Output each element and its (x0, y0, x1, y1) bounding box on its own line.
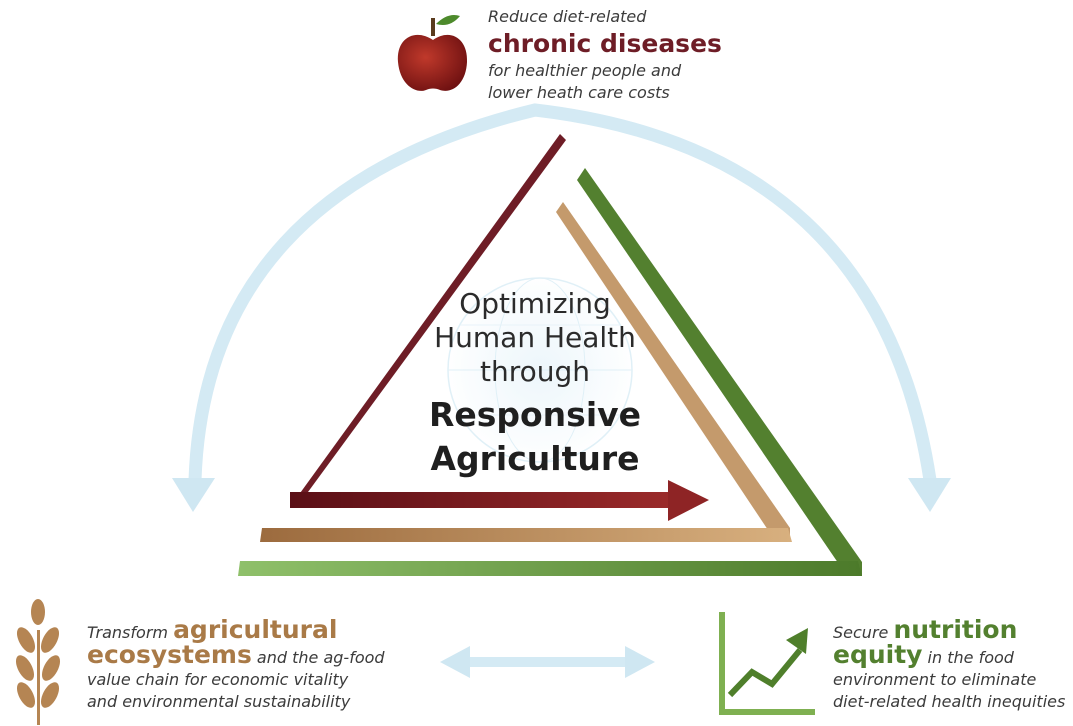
left-goal-line4: and environmental sustainability (87, 692, 351, 711)
maroon-arrowhead (668, 480, 709, 521)
top-goal-emphasis: chronic diseases (488, 29, 722, 58)
center-line2: Human Health (434, 321, 636, 354)
top-goal-line3: lower heath care costs (488, 83, 670, 102)
wheat-icon (15, 599, 61, 725)
top-goal-line2: for healthier people and (488, 61, 682, 80)
right-goal-caption: Secure nutrition equity in the food envi… (833, 617, 1073, 713)
right-goal-emphasis1: nutrition (893, 615, 1018, 644)
arc-arrowhead-left (172, 478, 215, 512)
right-goal-lead: Secure (833, 623, 894, 642)
cycle-arc (172, 103, 951, 512)
apple-icon (397, 15, 468, 91)
left-goal-caption: Transform agricultural ecosystems and th… (87, 617, 417, 713)
right-goal-line4: diet-related health inequities (833, 692, 1066, 711)
growth-chart-icon (719, 612, 815, 715)
globe-watermark (445, 275, 635, 465)
right-goal-tail: in the food (922, 648, 1014, 667)
tan-triangle (260, 202, 792, 542)
green-triangle (238, 168, 862, 576)
left-goal-emphasis2: ecosystems (87, 640, 252, 669)
center-line5: Agriculture (430, 439, 640, 478)
center-title-bold: Responsive Agriculture (400, 393, 670, 481)
right-goal-emphasis2: equity (833, 640, 923, 669)
center-title-light: Optimizing Human Health through (400, 287, 670, 389)
left-goal-tail: and the ag-food (251, 648, 385, 667)
center-line4: Responsive (428, 395, 642, 434)
arc-arrowhead-right (908, 478, 951, 512)
left-goal-lead: Transform (87, 623, 174, 642)
left-goal-line3: value chain for economic vitality (87, 670, 349, 689)
center-line1: Optimizing (459, 287, 611, 320)
right-goal-line3: environment to eliminate (833, 670, 1037, 689)
top-goal-caption: Reduce diet-related chronic diseases for… (488, 6, 722, 104)
center-line3: through (479, 355, 591, 388)
double-arrow (440, 646, 655, 678)
left-goal-emphasis1: agricultural (173, 615, 338, 644)
top-goal-line1: Reduce diet-related (488, 7, 647, 26)
maroon-triangle (290, 134, 709, 521)
